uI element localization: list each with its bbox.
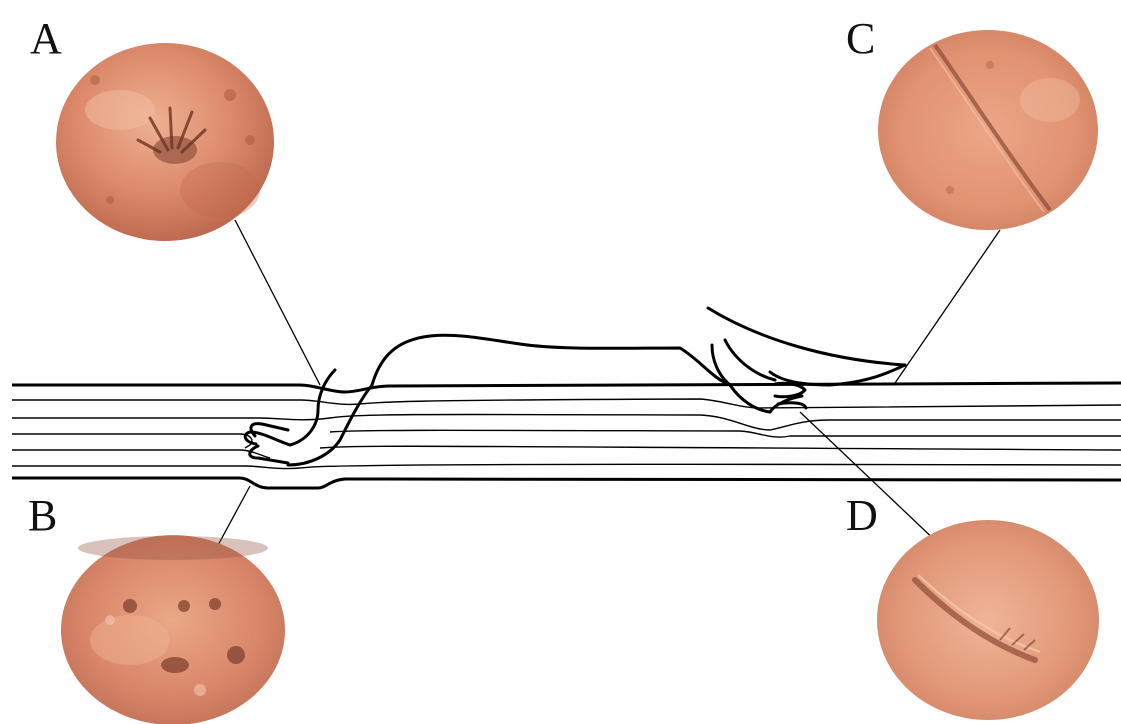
stratum-3 bbox=[12, 430, 1121, 448]
panel-label-c: C bbox=[846, 14, 875, 63]
stratum-top bbox=[12, 383, 1121, 392]
panel-label-d: D bbox=[846, 491, 878, 540]
photo-d bbox=[877, 520, 1099, 720]
animal-body bbox=[372, 335, 730, 385]
front-limb-back bbox=[288, 385, 372, 465]
panel-label-a: A bbox=[30, 14, 62, 63]
stratum-bottom bbox=[12, 478, 1121, 488]
front-limb bbox=[290, 370, 335, 445]
photo-b bbox=[61, 535, 285, 724]
panel-label-b: B bbox=[28, 491, 57, 540]
stratum-5 bbox=[12, 464, 1121, 468]
photo-a bbox=[56, 43, 274, 241]
tail bbox=[708, 308, 905, 385]
stratum-2 bbox=[12, 414, 1121, 430]
stratum-1 bbox=[12, 399, 1121, 408]
photo-c bbox=[878, 30, 1098, 230]
hind-limb-lower bbox=[725, 340, 775, 380]
stratum-4 bbox=[12, 446, 1121, 458]
leader-line-c bbox=[895, 230, 1000, 383]
sediment-layers bbox=[12, 383, 1121, 488]
leader-line-a bbox=[235, 220, 320, 385]
